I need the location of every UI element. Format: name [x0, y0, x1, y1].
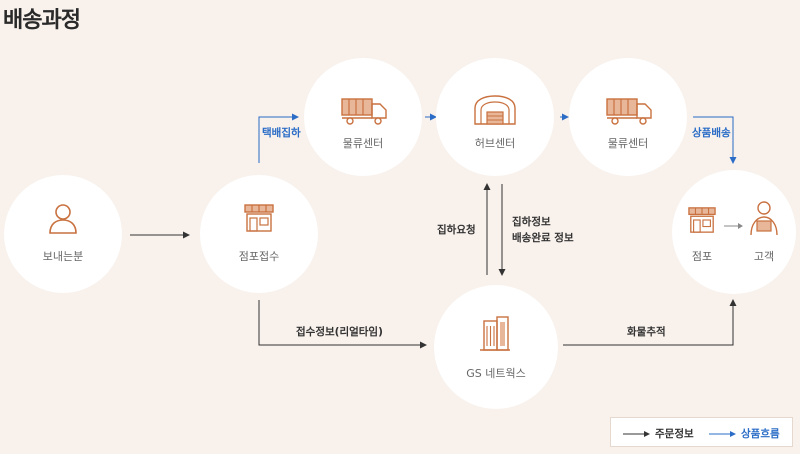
label-cargo-tracking: 화물추적: [627, 326, 666, 338]
building-icon: [480, 316, 510, 351]
node-logistics-center-2: 물류센터: [569, 58, 687, 176]
legend-product-arrow: [709, 431, 736, 437]
person-icon: [49, 204, 77, 234]
node-gs-networks: GS 네트웍스: [434, 285, 558, 409]
truck-icon: [341, 98, 387, 125]
node-label-hub-center: 허브센터: [474, 137, 516, 150]
node-label-customer: 고객: [753, 250, 775, 263]
label-pickup-delivery: 택배집하: [262, 127, 301, 139]
warehouse-icon: [474, 95, 516, 125]
node-label-gs-networks: GS 네트웍스: [466, 367, 526, 380]
node-store-receipt: 점포접수: [200, 175, 318, 293]
arrow-store-to-gs: [258, 300, 427, 349]
node-label-logistics-center-1: 물류센터: [342, 137, 384, 150]
node-sender: 보내는분: [4, 175, 122, 293]
arrow-store-to-logistics: [258, 113, 299, 163]
page-title: 배송과정: [3, 8, 81, 33]
legend-product-flow: 상품흐름: [741, 428, 780, 440]
node-label-sender: 보내는분: [42, 250, 84, 263]
legend: 주문정보 상품흐름: [610, 417, 793, 447]
label-receipt-info: 접수정보(리얼타임): [296, 326, 383, 338]
node-label-logistics-center-2: 물류센터: [607, 137, 649, 150]
arrow-logistics2-to-customer: [693, 116, 737, 164]
legend-order-info: 주문정보: [655, 428, 694, 440]
label-pickup-request: 집하요청: [437, 224, 476, 236]
customer-with-box-icon: [750, 201, 778, 236]
label-product-delivery: 상품배송: [692, 127, 731, 139]
node-logistics-center-1: 물류센터: [304, 58, 422, 176]
node-label-store: 점포: [691, 250, 713, 263]
store-icon: [244, 204, 274, 232]
label-pickup-info-line1: 집하정보: [512, 216, 551, 228]
label-pickup-info-line2: 배송완료 정보: [512, 232, 574, 244]
store-icon: [688, 207, 716, 233]
node-label-store-receipt: 점포접수: [238, 250, 280, 263]
truck-icon: [606, 98, 652, 125]
node-store-customer: 점포 고객: [672, 170, 796, 294]
arrow-right-icon: [724, 223, 743, 229]
legend-order-arrow: [623, 431, 650, 437]
arrow-gs-to-customer: [563, 299, 737, 346]
node-hub-center: 허브센터: [436, 58, 554, 176]
